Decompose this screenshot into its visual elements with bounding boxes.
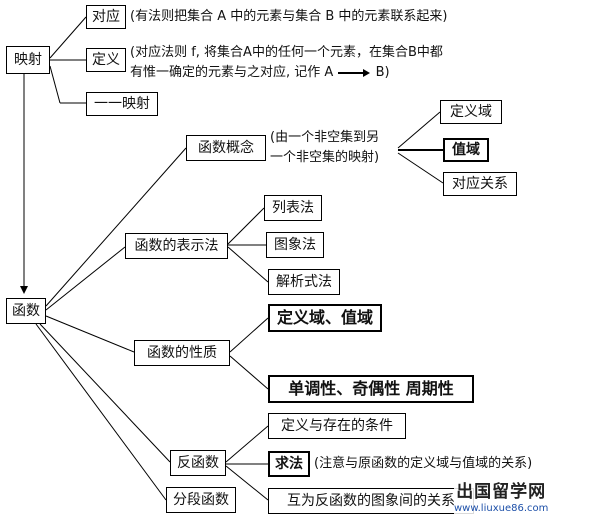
note-definition-line2-text: 有惟一确定的元素与之对应, 记作 A (130, 65, 334, 81)
edge-function-properties (45, 315, 135, 353)
edge-mapping-correspondence (49, 16, 87, 59)
node-solve-method: 求法 (268, 451, 310, 477)
node-domain: 定义域 (440, 100, 502, 124)
node-graph-relation: 互为反函数的图象间的关系 (268, 488, 474, 514)
node-range: 值域 (443, 138, 489, 162)
node-piecewise: 分段函数 (166, 487, 236, 513)
node-monotonic-parity-period: 单调性、奇偶性 周期性 (268, 375, 474, 403)
note-correspondence: (有法则把集合 A 中的元素与集合 B 中的元素联系起来) (130, 9, 448, 24)
watermark-logo: 出国留学网 www.liuxue86.com (454, 482, 549, 514)
edge-function-piecewise (35, 323, 167, 501)
edge-mapping-oneone (49, 65, 61, 104)
edge-prop-domain-range (229, 317, 269, 353)
note-definition-line2: 有惟一确定的元素与之对应, 记作 A B) (130, 63, 443, 83)
node-graph-method: 图象法 (266, 232, 324, 258)
edge-concept-relation (397, 152, 444, 184)
edge-prop-monotonic (229, 355, 269, 390)
node-inverse: 反函数 (170, 450, 226, 476)
node-correspondence: 对应 (86, 5, 126, 29)
node-function: 函数 (6, 298, 46, 324)
node-function-concept: 函数概念 (186, 135, 266, 161)
node-formula-method: 解析式法 (268, 269, 340, 295)
watermark-url: www.liuxue86.com (454, 503, 549, 514)
node-one-to-one: 一一映射 (86, 92, 158, 116)
note-definition: (对应法则 f, 将集合A中的任何一个元素，在集合B中都 有惟一确定的元素与之对… (130, 43, 443, 83)
note-function-concept: (由一个非空集到另 一个非空集的映射) (270, 128, 379, 168)
edge-inv-definition (225, 425, 269, 463)
node-representation: 函数的表示法 (125, 233, 228, 259)
node-correspondence-relation: 对应关系 (443, 172, 517, 196)
node-inverse-definition: 定义与存在的条件 (268, 413, 406, 439)
node-definition: 定义 (86, 48, 126, 72)
note-function-concept-line2: 一个非空集的映射) (270, 150, 380, 166)
edge-rep-formula (227, 246, 269, 283)
edge-function-inverse (39, 323, 171, 463)
node-domain-range: 定义域、值域 (268, 304, 382, 332)
arrow-right-icon (338, 68, 371, 77)
edge-function-concept (45, 147, 187, 307)
node-properties: 函数的性质 (134, 340, 230, 366)
note-solve: (注意与原函数的定义域与值域的关系) (314, 456, 533, 471)
note-definition-line2-end: B) (375, 65, 390, 81)
node-table-method: 列表法 (264, 195, 322, 221)
edge-rep-table (227, 207, 265, 245)
node-mapping: 映射 (6, 46, 50, 74)
note-definition-line1: (对应法则 f, 将集合A中的任何一个元素，在集合B中都 (130, 45, 443, 60)
edge-function-representation (45, 246, 126, 311)
note-function-concept-line1: (由一个非空集到另 (270, 130, 380, 145)
edge-concept-domain (397, 111, 441, 149)
watermark-text: 出国留学网 (456, 482, 547, 502)
edge-inv-graph (225, 465, 269, 501)
